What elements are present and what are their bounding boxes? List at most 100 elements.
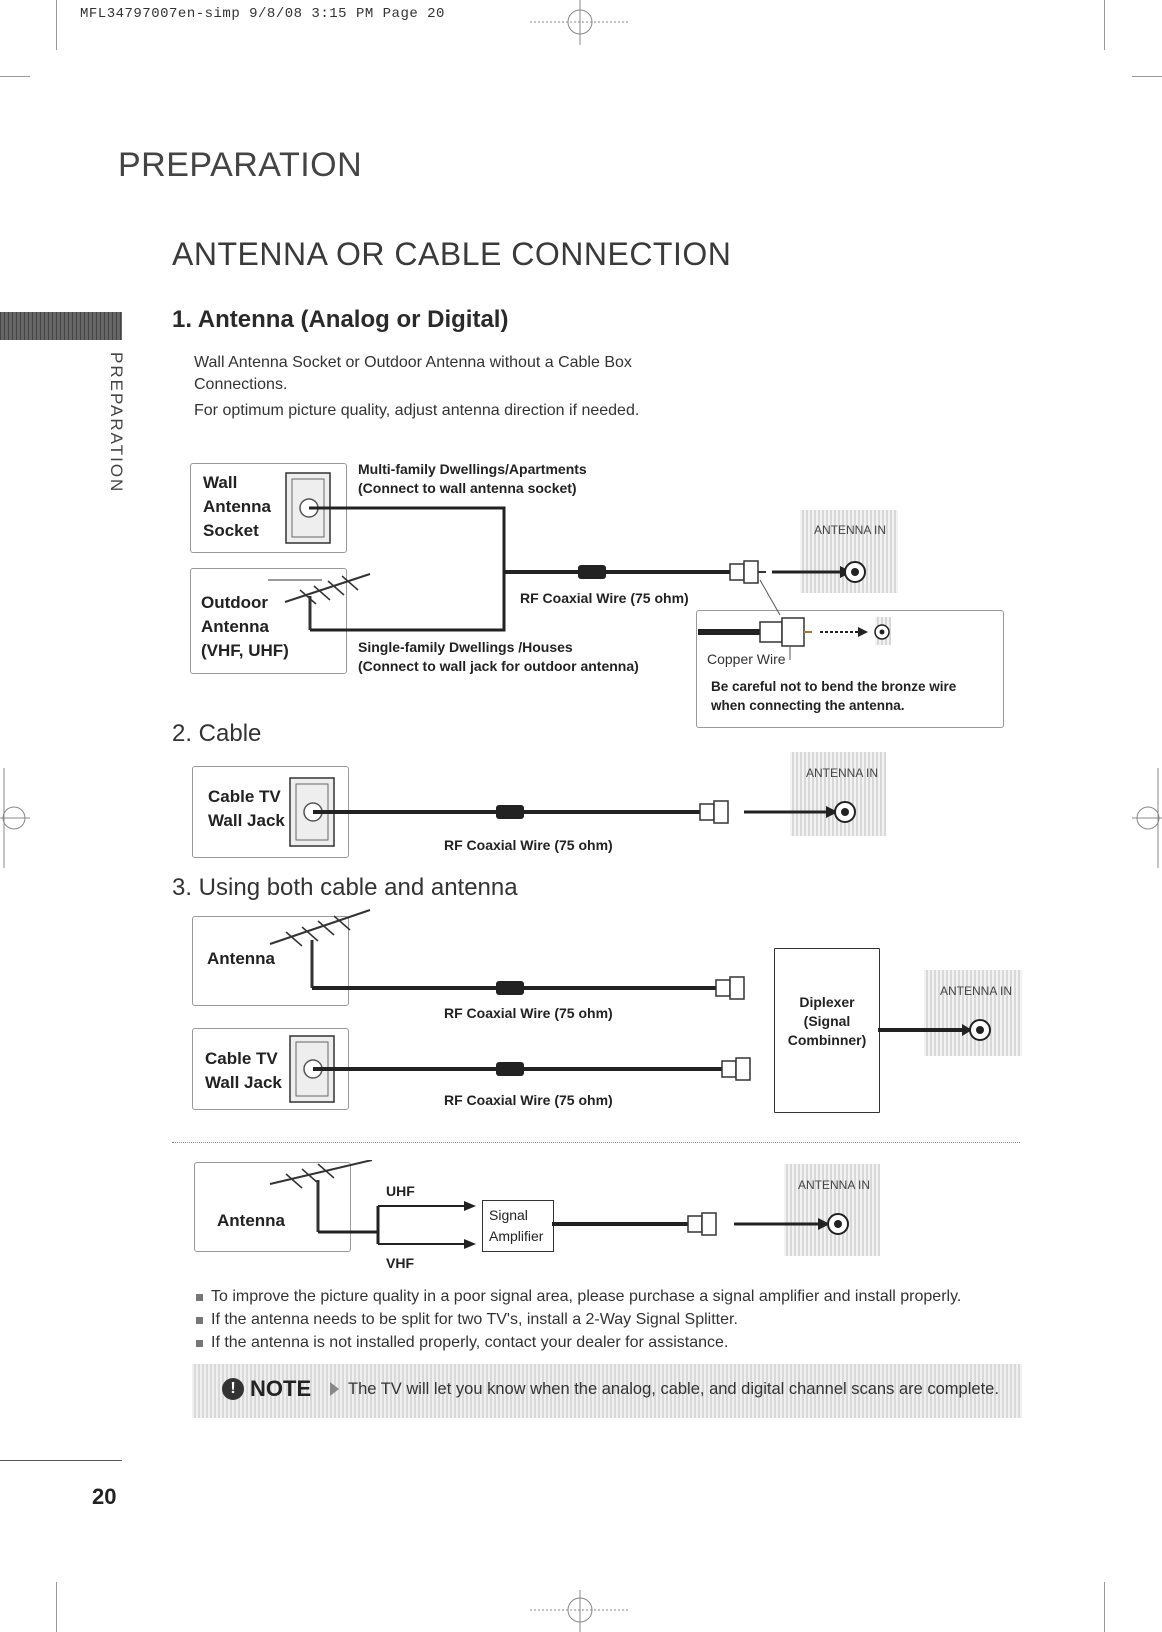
label-line: Signal — [489, 1207, 528, 1223]
registration-mark-left — [0, 768, 30, 868]
outdoor-antenna-label: Outdoor Antenna (VHF, UHF) — [201, 591, 289, 663]
note-text: The TV will let you know when the analog… — [348, 1380, 999, 1398]
crop-mark — [56, 0, 57, 50]
footer-rule — [0, 1460, 122, 1461]
both-antenna-box: Antenna — [192, 916, 349, 1006]
multi-family-caption: Multi-family Dwellings/Apartments (Conne… — [358, 460, 587, 498]
signal-amplifier-box: Signal Amplifier — [482, 1200, 554, 1252]
caution-line: Be careful not to bend the bronze wire — [711, 679, 957, 694]
registration-mark-right — [1132, 768, 1162, 868]
label-line: Outdoor — [201, 593, 269, 612]
desc-line: For optimum picture quality, adjust ante… — [194, 402, 640, 419]
vhf-label: VHF — [386, 1255, 414, 1271]
outdoor-antenna-icon — [268, 573, 371, 630]
rf-wire-label: RF Coaxial Wire (75 ohm) — [520, 590, 689, 606]
coax-connector-icon — [721, 1057, 751, 1081]
page-title: ANTENNA OR CABLE CONNECTION — [172, 236, 732, 272]
amp-antenna-label: Antenna — [217, 1211, 285, 1230]
caption-line: Single-family Dwellings /Houses — [358, 639, 573, 655]
both-antenna-in-port — [924, 970, 1022, 1056]
uhf-label: UHF — [386, 1183, 415, 1199]
desc-line: Connections. — [194, 376, 288, 393]
label-line: Amplifier — [489, 1228, 544, 1244]
print-header: MFL34797007en-simp 9/8/08 3:15 PM Page 2… — [80, 6, 445, 22]
outdoor-antenna-box: Outdoor Antenna (VHF, UHF) — [190, 568, 347, 674]
amplifier-label: Signal Amplifier — [489, 1205, 543, 1247]
list-item-text: To improve the picture quality in a poor… — [211, 1288, 962, 1305]
both-wiring-diagram — [269, 909, 991, 1103]
bullet-icon — [196, 1340, 203, 1347]
antenna-icon — [269, 1160, 373, 1232]
amp-antenna-box: Antenna — [194, 1162, 351, 1252]
amp-antenna-in-label: ANTENNA IN — [798, 1178, 871, 1192]
label-line: (VHF, UHF) — [201, 641, 289, 660]
label-line: Combinner) — [787, 1032, 867, 1048]
label-line: Wall Jack — [208, 811, 285, 830]
wall-socket-label: Wall Antenna Socket — [203, 471, 271, 543]
coax-connector-icon — [715, 976, 745, 1000]
sidebar-tab — [0, 312, 122, 340]
cable-wiring-diagram — [289, 777, 856, 847]
bullet-icon — [196, 1294, 203, 1301]
cable-jack-label: Cable TV Wall Jack — [208, 785, 285, 833]
amp-antenna-in-port — [784, 1164, 880, 1256]
label-line: Antenna — [201, 617, 269, 636]
crop-mark — [56, 1582, 57, 1632]
page-number: 20 — [92, 1484, 117, 1509]
caution-text: Be careful not to bend the bronze wire w… — [711, 677, 956, 715]
both-cable-jack-label: Cable TV Wall Jack — [205, 1047, 282, 1095]
play-arrow-icon — [330, 1382, 339, 1396]
caution-line: when connecting the antenna. — [711, 698, 905, 713]
cable-heading: 2. Cable — [172, 720, 262, 747]
label-line: (Signal — [803, 1013, 851, 1029]
cable-wire-label: RF Coaxial Wire (75 ohm) — [444, 837, 613, 853]
caption-line: (Connect to wall jack for outdoor antenn… — [358, 658, 639, 674]
label-line: Wall — [203, 473, 238, 492]
note-label: NOTE — [250, 1376, 312, 1401]
antenna-icon — [269, 909, 371, 988]
both-wire-label-1: RF Coaxial Wire (75 ohm) — [444, 1005, 613, 1021]
coax-connector-icon — [687, 1212, 717, 1236]
crop-mark — [0, 76, 30, 77]
caption-line: Multi-family Dwellings/Apartments — [358, 461, 587, 477]
copper-wire-label: Copper Wire — [707, 651, 786, 667]
crop-mark — [1104, 1582, 1105, 1632]
antenna-in-label: ANTENNA IN — [814, 523, 887, 537]
cable-antenna-in-port — [790, 752, 886, 836]
both-antenna-label: Antenna — [207, 949, 275, 968]
coax-connector-icon — [699, 800, 729, 824]
section-title: PREPARATION — [118, 146, 363, 184]
tips-list: To improve the picture quality in a poor… — [196, 1285, 961, 1354]
label-line: Wall Jack — [205, 1073, 282, 1092]
label-line: Socket — [203, 521, 259, 540]
antenna-description: Wall Antenna Socket or Outdoor Antenna w… — [194, 352, 639, 422]
info-icon: ! — [222, 1378, 244, 1400]
list-item-text: If the antenna needs to be split for two… — [211, 1311, 738, 1328]
registration-mark-bottom — [530, 1590, 630, 1632]
cable-wall-jack-icon — [289, 777, 335, 847]
bullet-icon — [196, 1317, 203, 1324]
coax-connector-icon — [729, 560, 766, 584]
note-box: ! NOTE The TV will let you know when the… — [192, 1364, 1022, 1418]
list-item: If the antenna needs to be split for two… — [196, 1308, 961, 1331]
crop-mark — [1132, 76, 1162, 77]
label-line: Antenna — [203, 497, 271, 516]
section-divider — [172, 1142, 1020, 1143]
both-heading: 3. Using both cable and antenna — [172, 874, 518, 901]
cable-antenna-in-label: ANTENNA IN — [806, 766, 879, 780]
registration-mark-top — [530, 0, 630, 45]
label-line: Cable TV — [205, 1049, 278, 1068]
label-line: Diplexer — [799, 994, 855, 1010]
list-item-text: If the antenna is not installed properly… — [211, 1334, 729, 1351]
list-item: To improve the picture quality in a poor… — [196, 1285, 961, 1308]
amplifier-wiring-diagram — [269, 1160, 849, 1249]
label-line: Cable TV — [208, 787, 281, 806]
antenna-heading: 1. Antenna (Analog or Digital) — [172, 306, 509, 333]
list-item: If the antenna is not installed properly… — [196, 1331, 961, 1354]
antenna-wiring-diagram — [268, 472, 890, 660]
sidebar-label: PREPARATION — [107, 352, 126, 494]
both-antenna-in-label: ANTENNA IN — [940, 984, 1013, 998]
single-family-caption: Single-family Dwellings /Houses (Connect… — [358, 638, 639, 676]
copper-wire-connector-icon — [698, 617, 890, 660]
desc-line: Wall Antenna Socket or Outdoor Antenna w… — [194, 354, 632, 371]
